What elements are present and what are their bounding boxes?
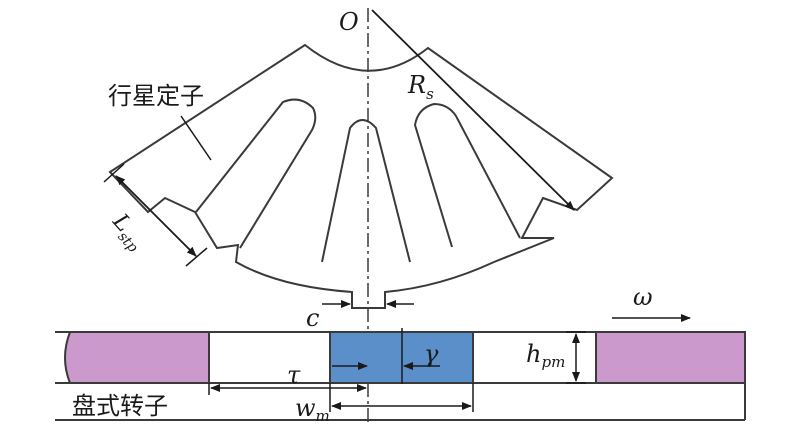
gap-label: c — [306, 304, 319, 332]
tooth-length-label: Lstp — [104, 209, 151, 256]
radius-label: Rs — [407, 71, 434, 103]
tooth-length-extension-1 — [103, 163, 125, 183]
planetary-stator — [108, 43, 614, 309]
pm-right — [595, 331, 746, 384]
pm-left — [64, 331, 210, 384]
tooth-length-arrow — [115, 175, 197, 257]
magnet-width-label: wm — [295, 394, 330, 425]
omega-label: ω — [633, 283, 653, 311]
tau-label: τ — [287, 361, 301, 389]
disc-rotor — [55, 331, 746, 421]
origin-label: O — [339, 8, 359, 36]
magnet-height-label: hpm — [526, 340, 565, 371]
stator-slot-3 — [413, 102, 521, 248]
stator-leader — [180, 115, 212, 161]
stator-slot-2 — [321, 119, 411, 263]
stator-outline — [108, 43, 614, 309]
rotor-label: 盘式转子 — [72, 392, 168, 420]
tooth-length-extension-2 — [185, 247, 208, 267]
tooth-length-label-group: Lstp — [104, 209, 151, 256]
stator-label: 行星定子 — [108, 82, 204, 110]
stator-slot-1 — [195, 98, 317, 249]
gamma-label: γ — [424, 340, 439, 368]
radius-arrow — [371, 9, 575, 211]
